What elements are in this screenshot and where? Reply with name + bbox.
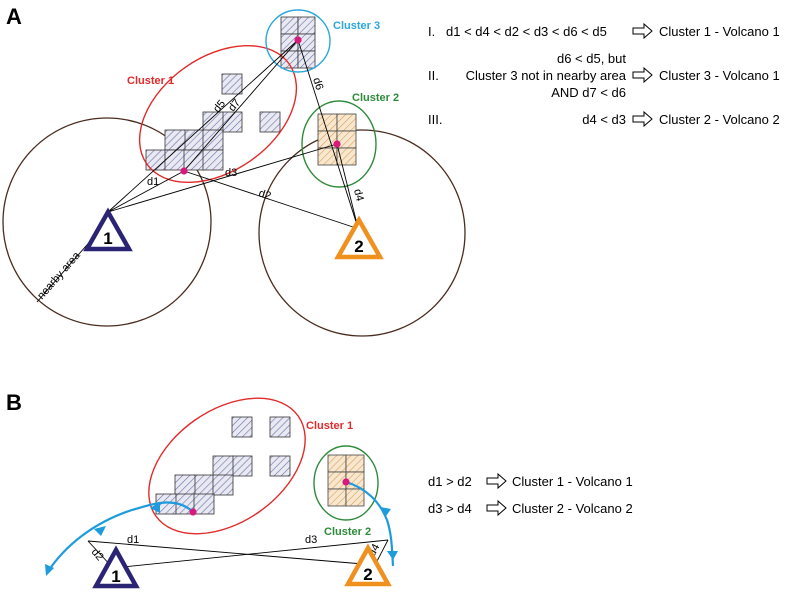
- rule-b2-result: Cluster 2 - Volcano 2: [512, 501, 633, 516]
- rule-2-number: II.: [428, 68, 439, 83]
- cluster-2-ellipse-b: [313, 445, 379, 521]
- volcano-1-number-a: 1: [103, 229, 112, 248]
- label-d3-a: d3: [225, 167, 237, 179]
- rule-3-arrow-icon: [632, 110, 653, 128]
- cluster-2-ellipse: [301, 100, 377, 188]
- cluster-2-centroid-b: [342, 478, 350, 486]
- flow-path-cluster-1: [46, 501, 194, 574]
- flow-arrowhead-2a-icon: [380, 507, 391, 516]
- rule-3-condition: d4 < d3: [582, 112, 626, 127]
- rule-2-line-3: AND d7 < d6: [551, 85, 626, 100]
- cluster-1-ellipse: [138, 44, 298, 184]
- cluster-2-label-a: Cluster 2: [352, 92, 399, 104]
- flow-arrowhead-1b-icon: [94, 526, 106, 536]
- label-d1-b: d1: [127, 534, 139, 546]
- cluster-1-centroid-b: [189, 508, 197, 516]
- nearby-area-circle-2: [258, 129, 466, 337]
- cluster-2-centroid-a: [333, 140, 341, 148]
- nearby-area-circle-1: [2, 117, 212, 327]
- cluster-3-ellipse: [265, 9, 331, 73]
- cluster-2-cells-b: [327, 454, 365, 507]
- flow-arrowhead-1a-icon: [150, 502, 160, 513]
- cluster-1-cells-b: [155, 416, 291, 515]
- panel-a-label: A: [6, 4, 22, 29]
- rule-3-result: Cluster 2 - Volcano 2: [659, 112, 780, 127]
- rule-b1-arrow-icon: [486, 472, 507, 490]
- label-d4-a: d4: [351, 188, 366, 203]
- cluster-1-label-b: Cluster 1: [306, 420, 353, 432]
- cluster-1-centroid-a: [180, 167, 188, 175]
- volcano-1-triangle-b: [92, 545, 140, 589]
- volcano-2-triangle-b: [344, 543, 392, 587]
- volcano-2-number-a: 2: [354, 237, 363, 256]
- rule-2-line-2: Cluster 3 not in nearby area: [466, 68, 627, 83]
- rule-2-result: Cluster 3 - Volcano 1: [659, 68, 780, 83]
- rule-2-arrow-icon: [632, 66, 653, 84]
- nearby-area-label: nearby area: [35, 249, 83, 302]
- volcano-2-triangle-a: [334, 215, 384, 260]
- cluster-3-label-a: Cluster 3: [333, 20, 380, 32]
- rule-1-number: I.: [428, 24, 435, 39]
- label-d2-a: d2: [257, 187, 272, 202]
- volcano-1-triangle-a: [83, 207, 133, 252]
- rule-1-arrow-icon: [632, 22, 653, 40]
- cluster-1-label-a: Cluster 1: [127, 75, 174, 87]
- rule-1-condition: d1 < d4 < d2 < d3 < d6 < d5: [446, 24, 607, 39]
- rule-b1-result: Cluster 1 - Volcano 1: [512, 474, 633, 489]
- rule-1-result: Cluster 1 - Volcano 1: [659, 24, 780, 39]
- rule-2-line-1: d6 < d5, but: [557, 51, 626, 66]
- distance-lines-a: [107, 39, 359, 229]
- rules-panel-b: d1 > d2 Cluster 1 - Volcano 1 d3 > d4 Cl…: [428, 472, 633, 517]
- cluster-2-cells: [317, 113, 357, 166]
- rule-b2-condition: d3 > d4: [428, 501, 472, 516]
- panel-b-label: B: [6, 390, 22, 415]
- cluster-3-cells: [280, 16, 316, 69]
- cluster-1-cells: [145, 73, 281, 171]
- rule-b1-condition: d1 > d2: [428, 474, 472, 489]
- flow-arrowhead-2b-icon: [387, 551, 398, 560]
- cluster-2-label-b: Cluster 2: [324, 526, 371, 538]
- volcano-1-number-b: 1: [111, 567, 120, 586]
- cluster-1-ellipse-b: [148, 397, 306, 535]
- volcano-2-number-b: 2: [363, 565, 372, 584]
- cluster-3-centroid-a: [294, 36, 302, 44]
- label-d6-a: d6: [310, 76, 325, 91]
- label-d3-b: d3: [305, 534, 317, 546]
- label-d7-a: d7: [226, 97, 243, 114]
- rule-b2-arrow-icon: [486, 499, 507, 517]
- rule-3-number: III.: [428, 112, 442, 127]
- flow-arrowhead-1c-icon: [45, 564, 54, 576]
- label-d1-a: d1: [147, 176, 159, 188]
- rules-panel-a: I. d1 < d4 < d2 < d3 < d6 < d5 Cluster 1…: [428, 22, 780, 128]
- label-d2-b: d2: [89, 546, 106, 563]
